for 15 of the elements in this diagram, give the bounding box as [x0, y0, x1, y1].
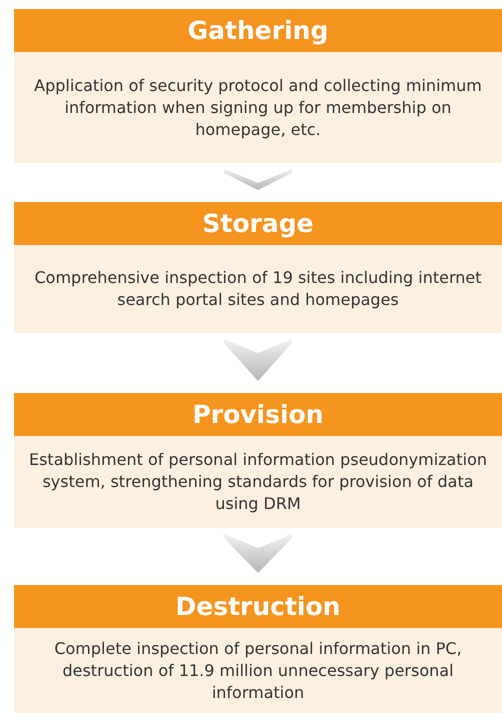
stage-heading: Gathering: [14, 9, 502, 52]
chevron-arrow: [224, 534, 292, 573]
chevron-arrow: [224, 339, 292, 381]
stage-box: [14, 393, 502, 528]
stage-description: Comprehensive inspection of 19 sites including internet search portal sites and homepages: [33, 267, 482, 311]
chevron-arrow: [224, 169, 292, 190]
stage-description: Application of security protocol and collecting minimum information when signing up for membership on homepage, etc.: [33, 74, 483, 140]
stage-heading: Storage: [14, 202, 502, 245]
stage-description: Establishment of personal information pseudonymization system, strengthening standards for provision of data using DRM: [28, 449, 488, 515]
stage-heading: Provision: [14, 393, 502, 436]
stage-box: [14, 585, 502, 713]
stage-heading: Destruction: [14, 585, 502, 628]
stage-box: [14, 9, 502, 163]
stage-box: [14, 202, 502, 333]
stage-description: Complete inspection of personal information in PC, destruction of 11.9 million unnecessary personal information: [53, 638, 463, 704]
